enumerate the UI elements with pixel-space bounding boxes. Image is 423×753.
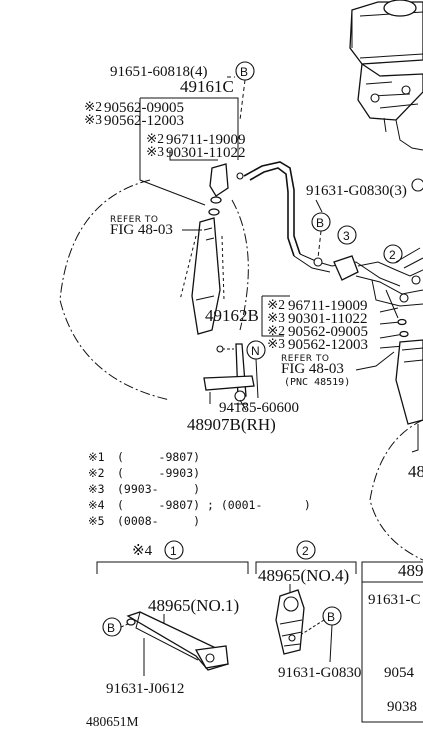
svg-text:B: B bbox=[240, 65, 248, 79]
note-1-text: ( -9807) bbox=[117, 450, 200, 464]
brake-tube-assembly bbox=[313, 247, 423, 319]
callout-2-bottom: 2 bbox=[296, 540, 316, 560]
bracket-49162b-label: 49162B bbox=[205, 306, 259, 325]
note-3-text: (9903- ) bbox=[117, 482, 200, 496]
partial-9054-label: 9054 bbox=[384, 665, 415, 681]
svg-text:3: 3 bbox=[343, 229, 350, 243]
note-2-text: ( -9903) bbox=[117, 466, 200, 480]
note-3-mark: ※3 bbox=[88, 482, 105, 496]
mark-3-d: ※3 bbox=[267, 336, 285, 351]
stabilizer-link bbox=[203, 343, 255, 411]
svg-text:B: B bbox=[327, 610, 335, 624]
callout-b-top: B bbox=[235, 61, 255, 81]
stab-no1-label: 48965(NO.1) bbox=[148, 596, 239, 615]
clip-label-a: 96711-19009 bbox=[166, 132, 245, 148]
svg-text:N: N bbox=[251, 344, 260, 358]
fig-ref-b: FIG 48-03 bbox=[281, 361, 344, 377]
callout-1: 1 bbox=[164, 540, 184, 560]
washer-label-c: 90562-09005 bbox=[288, 324, 368, 340]
upper-bracket bbox=[208, 163, 244, 216]
mark-2-c: ※2 bbox=[267, 297, 285, 312]
callout-3: 3 bbox=[337, 225, 357, 245]
callout-b-mid: B bbox=[311, 212, 331, 232]
refer-to-label-b: REFER TO bbox=[281, 354, 330, 364]
refer-to-label-a: REFER TO bbox=[110, 215, 159, 225]
pnc-ref: (PNC 48519) bbox=[284, 377, 350, 388]
clip-label-b: 90301-11022 bbox=[166, 145, 245, 161]
master-cylinder-assembly bbox=[349, 0, 423, 151]
clamp-j0612-label: 91631-J0612 bbox=[106, 681, 184, 697]
svg-text:B: B bbox=[107, 621, 115, 635]
partial-91631c-label: 91631-C bbox=[368, 592, 421, 608]
svg-text:B: B bbox=[316, 216, 324, 230]
clamp-g0830-label: 91631-G0830(3) bbox=[306, 183, 407, 199]
mark-2-d: ※2 bbox=[267, 323, 285, 338]
washer-label-a: 90562-09005 bbox=[104, 100, 184, 116]
stab-no4-label: 48965(NO.4) bbox=[258, 566, 349, 585]
stabilizer-bracket-no1 bbox=[126, 611, 229, 671]
partial-9038-label: 9038 bbox=[387, 699, 417, 715]
callout-b-no1: B bbox=[102, 617, 122, 637]
applicability-notes: ※1 ( -9807) ※2 ( -9903) ※3 (9903- ) ※4 (… bbox=[88, 450, 311, 528]
right-strut bbox=[395, 339, 423, 425]
fig-ref-a: FIG 48-03 bbox=[110, 222, 173, 238]
partial-489-label: 489 bbox=[398, 561, 423, 580]
note-2-mark: ※2 bbox=[88, 466, 105, 480]
svg-text:2: 2 bbox=[389, 248, 396, 262]
washer-label-b: 90562-12003 bbox=[104, 113, 184, 129]
bracket-49161c-label: 49161C bbox=[180, 77, 234, 96]
callout-n: N bbox=[246, 340, 266, 360]
note-5-mark: ※5 bbox=[88, 514, 105, 528]
mark-2-b: ※2 bbox=[146, 131, 164, 146]
mark-4-variant: ※4 bbox=[132, 543, 153, 559]
callout-b-no4: B bbox=[322, 606, 342, 626]
washer-label-d: 90562-12003 bbox=[288, 337, 368, 353]
svg-text:2: 2 bbox=[302, 544, 309, 558]
clip-label-c: 96711-19009 bbox=[288, 298, 367, 314]
mark-3-a: ※3 bbox=[84, 112, 102, 127]
left-strut bbox=[179, 217, 225, 335]
link-48907b-label: 48907B(RH) bbox=[187, 415, 276, 434]
mark-3-c: ※3 bbox=[267, 310, 285, 325]
link-94185-label: 94185-60600 bbox=[219, 400, 299, 416]
note-4-text: ( -9807) ; (0001- ) bbox=[117, 498, 311, 512]
mark-3-b: ※3 bbox=[146, 144, 164, 159]
note-1-mark: ※1 bbox=[88, 450, 105, 464]
svg-text:1: 1 bbox=[170, 544, 177, 558]
note-4-mark: ※4 bbox=[88, 498, 105, 512]
bolt-label: 91651-60818(4) bbox=[110, 64, 208, 80]
drawing-number: 480651M bbox=[86, 714, 139, 729]
mark-2-a: ※2 bbox=[84, 99, 102, 114]
clip-label-d: 90301-11022 bbox=[288, 311, 367, 327]
clamp-g0830-b-label: 91631-G0830 bbox=[278, 665, 361, 681]
partial-48-label: 48 bbox=[408, 462, 423, 481]
stabilizer-bracket-no4 bbox=[275, 589, 305, 655]
callout-2-top: 2 bbox=[383, 244, 403, 264]
note-5-text: (0008- ) bbox=[117, 514, 200, 528]
